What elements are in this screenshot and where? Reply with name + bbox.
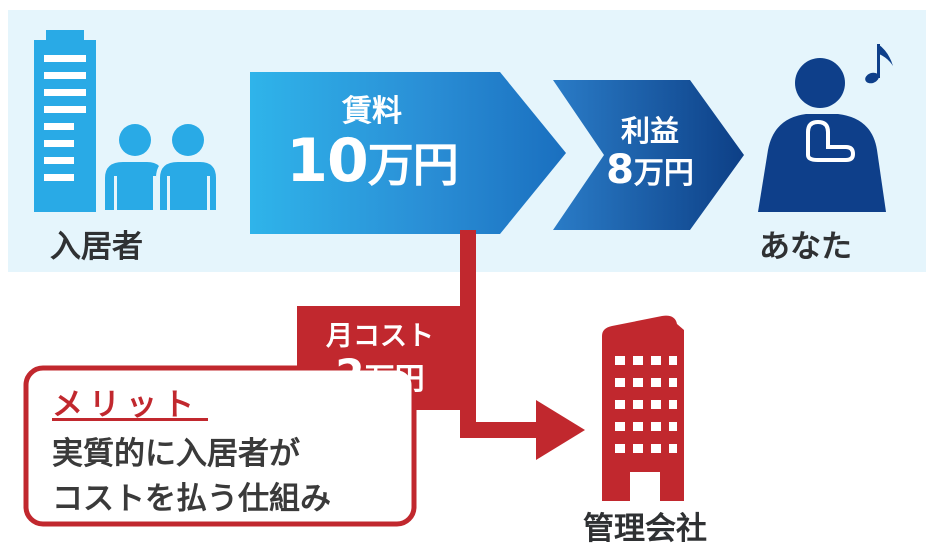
profit-amount-number: 8 <box>606 147 634 193</box>
merit-callout-box <box>23 365 417 527</box>
cost-amount-number: 2 <box>335 350 365 399</box>
owner-person-icon <box>758 58 886 212</box>
rent-amount: 10万円 <box>262 126 482 196</box>
profit-amount-unit: 万円 <box>633 156 694 191</box>
rent-title: 賃料 <box>342 94 402 129</box>
profit-arrow-shape <box>553 80 744 230</box>
merit-text-line-2: コストを払う仕組み <box>52 481 331 517</box>
profit-title: 利益 <box>620 114 679 148</box>
profit-amount: 8万円 <box>580 147 720 193</box>
company-label: 管理会社 <box>583 511 707 547</box>
cost-amount-unit: 万円 <box>364 362 425 397</box>
rent-arrow-shape <box>250 72 566 234</box>
cost-amount: 2万円 <box>300 350 460 399</box>
music-note-icon <box>865 44 893 84</box>
rent-amount-unit: 万円 <box>367 138 459 192</box>
tenant-building-icon <box>34 30 96 212</box>
merit-heading: メリット <box>52 387 200 423</box>
company-building-icon <box>602 315 684 501</box>
owner-label: あなた <box>759 229 852 265</box>
merit-text-line-1: 実質的に入居者が <box>52 436 300 472</box>
rent-amount-number: 10 <box>286 126 368 196</box>
merit-heading-underline <box>52 418 208 421</box>
cost-flow-arrow <box>460 230 585 460</box>
tenant-label: 入居者 <box>50 229 143 265</box>
tenant-people-icon <box>101 120 220 214</box>
cost-title: 月コスト <box>326 321 434 352</box>
